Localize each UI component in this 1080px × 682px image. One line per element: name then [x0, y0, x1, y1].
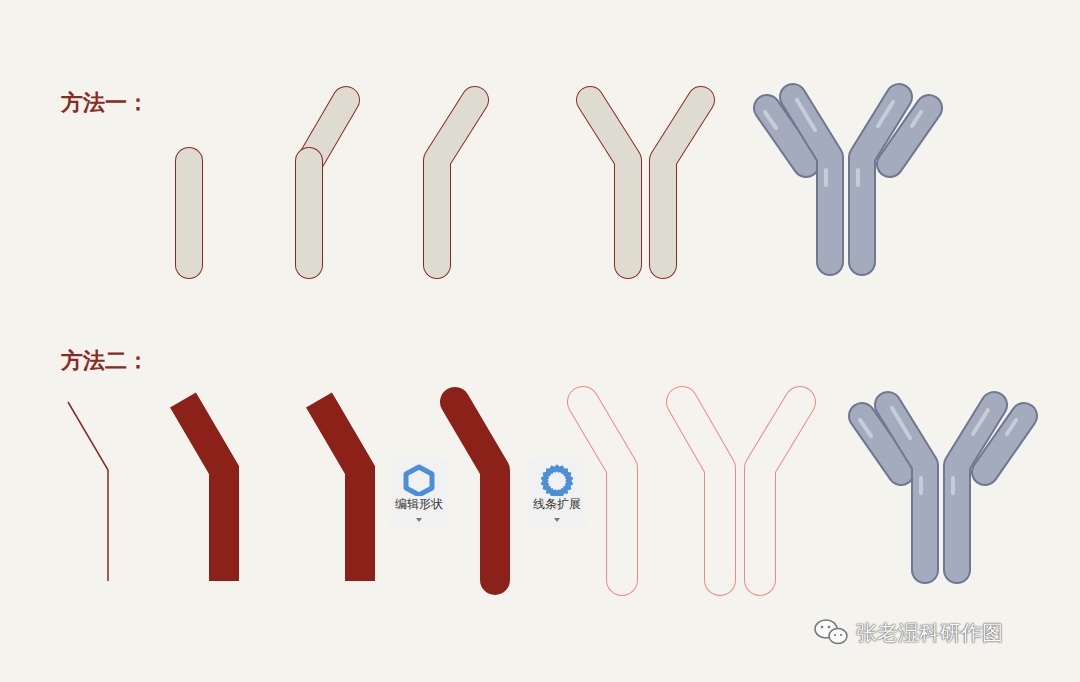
method-two-steps — [68, 400, 1024, 581]
button-icon — [399, 462, 439, 496]
wechat-icon — [815, 620, 847, 644]
method-one-steps — [189, 97, 929, 265]
button-label: 线条扩展 — [528, 496, 586, 513]
toolbar-button: 编辑形状 — [390, 458, 448, 528]
dropdown-caret — [414, 516, 424, 524]
method-heading: 方法一： — [61, 88, 149, 118]
method-heading: 方法二： — [61, 346, 149, 376]
toolbar-button: 线条扩展 — [528, 458, 586, 528]
button-label: 编辑形状 — [390, 496, 448, 513]
button-icon — [537, 462, 577, 496]
watermark: 张老湿科研作图 — [856, 619, 1003, 647]
dropdown-caret — [552, 516, 562, 524]
